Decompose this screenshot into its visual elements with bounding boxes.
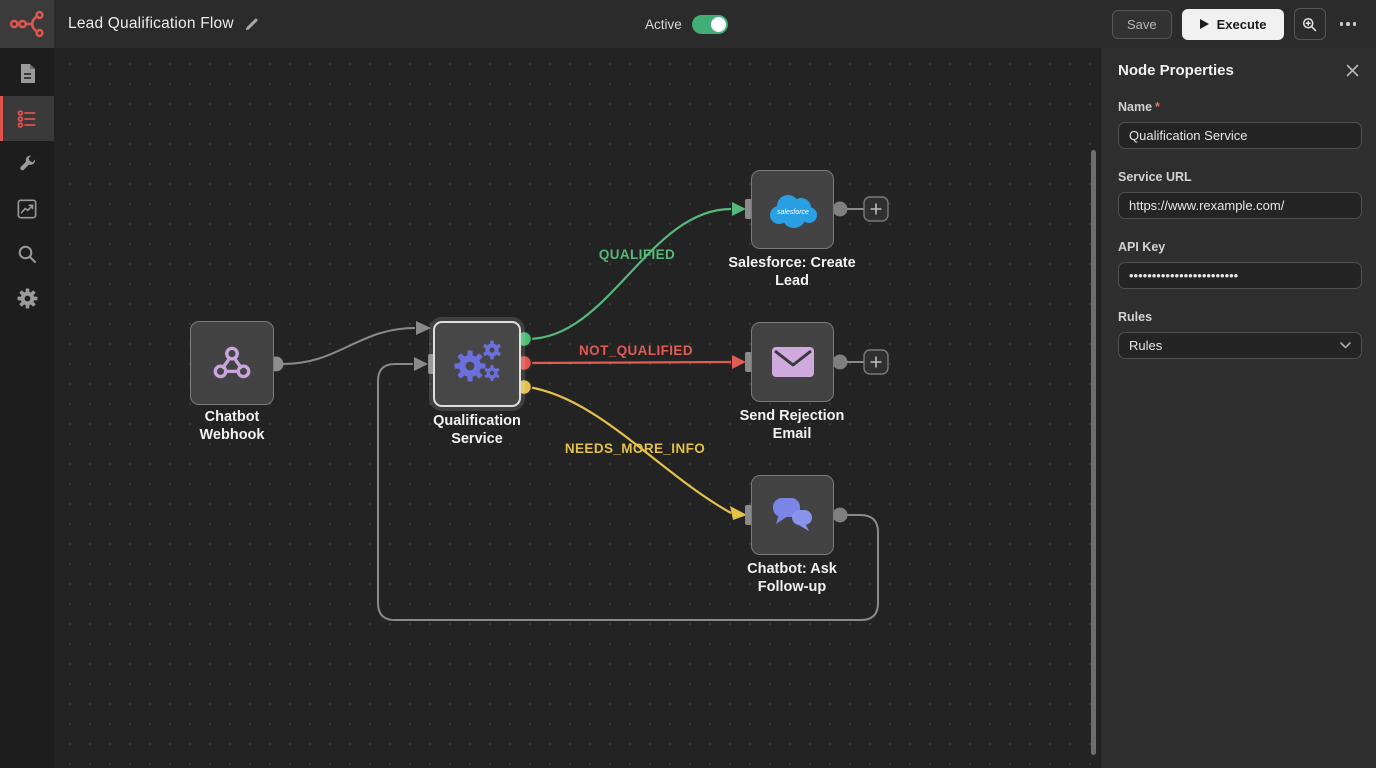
sidebar-item-documents[interactable] [0,51,54,96]
arrowhead-webhook [416,321,431,335]
node-send-rejection-email[interactable] [751,322,834,402]
input-port-salesforce[interactable] [745,199,752,219]
edge-not-qualified[interactable] [527,360,732,365]
node-chatbot-ask-followup[interactable] [751,475,834,555]
node-chatbot-webhook[interactable] [190,321,274,405]
more-options-icon[interactable] [1336,22,1361,26]
edge-followup-loopback[interactable] [377,363,879,621]
node-label: Send Rejection Email [739,408,845,442]
arrowhead-not-qualified [732,355,746,369]
gears-icon [454,340,501,382]
webhook-icon [213,346,251,379]
plus-icon [870,203,882,215]
sidebar-item-analytics[interactable] [0,186,54,231]
settings-gear-icon [17,288,37,309]
api-key-field-label: API Key [1118,240,1166,254]
document-icon [20,63,35,83]
zoom-search-button[interactable] [1293,8,1326,40]
node-qualification-service[interactable] [433,321,521,407]
chevron-down-icon [1340,342,1351,349]
salesforce-logo-text: salesforce [777,209,809,216]
chat-bubbles-icon [772,498,812,531]
input-port-followup[interactable] [745,505,752,525]
close-panel-button[interactable] [1344,62,1361,79]
required-mark: * [1155,100,1160,114]
plus-icon [870,356,882,368]
edges-layer [268,196,889,621]
top-bar-actions: Save Execute [1111,8,1376,40]
salesforce-cloud-icon: salesforce [769,194,817,228]
sidebar-item-search[interactable] [0,231,54,276]
node-salesforce-create-lead[interactable]: salesforce [751,170,834,249]
toggle-knob [710,16,726,32]
service-url-field-label: Service URL [1118,170,1192,184]
edge-needs-more-info[interactable] [527,385,732,514]
arrowhead-loopback [414,357,428,371]
play-icon [1199,19,1209,29]
node-label: Chatbot Webhook [199,409,265,443]
close-icon [1346,64,1359,77]
output-port-rejection[interactable] [832,354,848,370]
app-logo[interactable] [0,0,54,48]
edge-label-qualified: QUALIFIED [598,247,676,262]
execute-label: Execute [1216,16,1267,32]
execute-button[interactable]: Execute [1181,8,1284,40]
rules-select-value: Rules [1129,338,1163,353]
wrench-icon [20,155,35,170]
edge-label-not-qualified: NOT_QUALIFIED [579,343,693,358]
email-icon [771,347,814,377]
name-field-label: Name* [1118,100,1160,114]
search-icon [18,245,36,263]
active-label: Active [645,16,682,32]
sidebar-item-settings[interactable] [0,276,54,321]
panel-title: Node Properties [1118,62,1234,79]
rules-field-label: Rules [1118,310,1153,324]
input-port-rejection[interactable] [745,352,752,372]
output-port-followup[interactable] [832,507,848,523]
arrowhead-needs-more-info [730,506,747,520]
workflow-canvas[interactable]: QUALIFIED NOT_QUALIFIED NEEDS_MORE_INFO … [54,48,1100,768]
active-toggle[interactable] [691,14,728,34]
canvas-scrollbar[interactable] [1091,150,1096,755]
node-label: Salesforce: Create Lead [728,255,856,289]
edit-title-button[interactable] [244,17,259,32]
output-port-salesforce[interactable] [832,201,848,217]
edge-webhook-to-qualification[interactable] [282,327,416,365]
pencil-icon [245,18,258,30]
zoom-in-icon [1302,17,1317,31]
node-properties-panel: Node Properties Name* Service URL API Ke… [1100,48,1376,768]
left-sidebar [0,48,54,768]
node-label: Qualification Service [433,413,521,447]
arrowhead-qualified [732,202,746,216]
workflow-title: Lead Qualification Flow [68,15,234,32]
node-label: Chatbot: Ask Follow-up [747,561,837,595]
workflow-list-icon [17,109,36,128]
edge-label-needs-more-info: NEEDS_MORE_INFO [564,441,706,456]
analytics-icon [17,199,37,218]
service-url-input[interactable] [1118,192,1362,219]
workflow-logo-icon [9,10,44,38]
top-bar: Lead Qualification Flow Active Save Exec… [0,0,1376,48]
sidebar-item-tools[interactable] [0,141,54,186]
edge-qualified[interactable] [527,207,732,341]
active-toggle-group: Active [645,0,728,48]
save-button[interactable]: Save [1111,9,1172,39]
sidebar-item-workflows[interactable] [0,96,54,141]
name-input[interactable] [1118,122,1362,149]
rules-select[interactable]: Rules [1118,332,1362,359]
api-key-input[interactable] [1118,262,1362,289]
